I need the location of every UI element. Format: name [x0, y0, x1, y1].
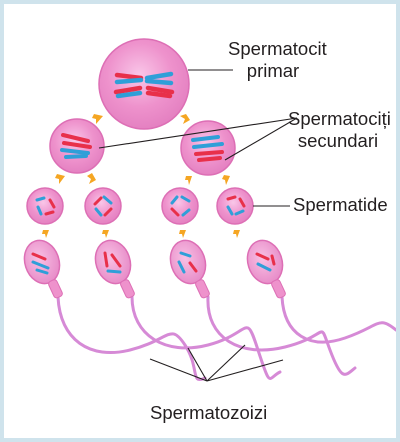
spermatid-2: [85, 188, 121, 224]
label-secondary-spermatocytes: Spermatociți secundari: [288, 108, 388, 152]
spermatozoon-4: [242, 236, 288, 299]
orange-arrow-icon: [42, 230, 49, 238]
spermatogenesis-diagram: [4, 4, 396, 438]
spermatozoon-2: [90, 236, 136, 299]
label-line: Spermatocit: [228, 38, 318, 60]
label-spermatids: Spermatide: [293, 194, 388, 216]
orange-arrow-icon: [92, 114, 103, 124]
tail-1: [58, 297, 205, 380]
spermatid-4: [217, 188, 253, 224]
label-line: Spermatociți: [288, 108, 388, 130]
sperm-tails: [58, 297, 396, 380]
orange-arrow-icon: [222, 175, 230, 185]
orange-arrow-icon: [87, 173, 96, 184]
orange-arrow-icon: [55, 174, 65, 184]
orange-arrow-icon: [102, 230, 109, 238]
label-line: secundari: [288, 130, 388, 152]
primary-spermatocyte-cell: [99, 39, 189, 129]
label-spermatozoa: Spermatozoizi: [150, 402, 267, 424]
label-primary-spermatocyte: Spermatocit primar: [228, 38, 318, 82]
tail-2: [132, 297, 280, 378]
orange-arrow-icon: [180, 114, 190, 124]
spermatid-3: [162, 188, 198, 224]
label-line: primar: [228, 60, 318, 82]
orange-arrow-icon: [233, 230, 240, 238]
orange-arrow-icon: [179, 230, 186, 238]
spermatozoon-1: [19, 236, 65, 299]
orange-arrow-icon: [185, 176, 192, 185]
spermatid-1: [27, 188, 63, 224]
secondary-spermatocyte-left: [50, 119, 104, 173]
tail-4: [282, 297, 396, 342]
spermatozoon-3: [165, 236, 211, 299]
